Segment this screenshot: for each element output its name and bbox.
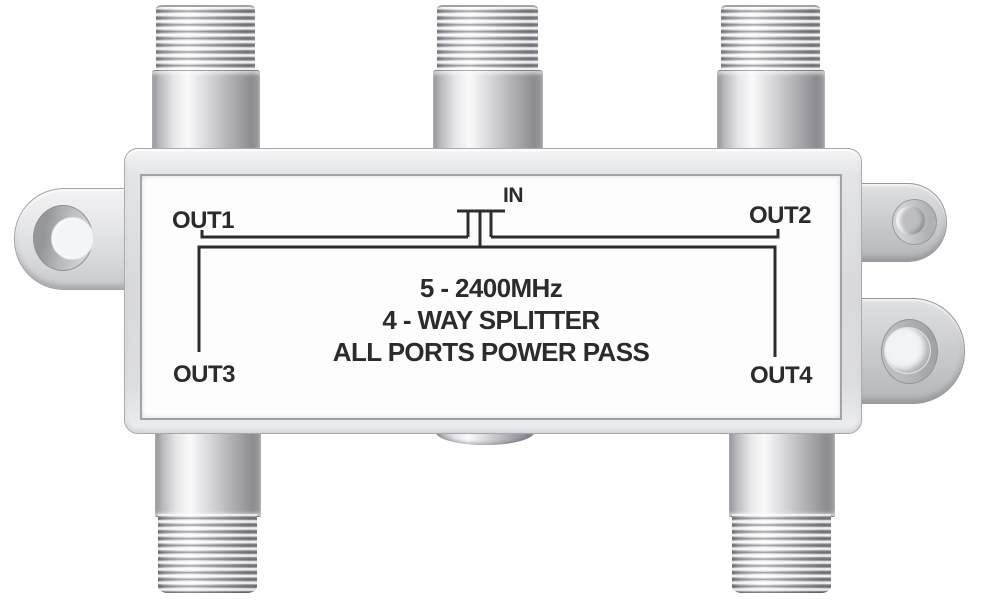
connector-in-barrel bbox=[433, 70, 543, 150]
connector-in bbox=[433, 5, 543, 150]
connector-out3-threads bbox=[158, 514, 257, 593]
label-out1: OUT1 bbox=[172, 207, 235, 234]
screw-hole-bottom-right bbox=[881, 319, 938, 384]
connector-out1-threads bbox=[156, 5, 255, 74]
connector-out3 bbox=[155, 430, 261, 593]
connector-out4 bbox=[729, 430, 835, 593]
splitter-body: IN OUT1 OUT2 OUT3 OUT4 5 - 2400MHz 4 - W… bbox=[124, 148, 862, 434]
label-plate: IN OUT1 OUT2 OUT3 OUT4 5 - 2400MHz 4 - W… bbox=[140, 174, 842, 420]
connector-out2 bbox=[717, 5, 825, 150]
mounting-ear-top-right bbox=[856, 183, 947, 262]
label-in: IN bbox=[503, 184, 524, 207]
screw-hole-bottom-right-opening bbox=[884, 327, 931, 374]
screw-hole-left-opening bbox=[51, 217, 94, 260]
spec-line-frequency: 5 - 2400MHz bbox=[419, 273, 563, 303]
label-out3: OUT3 bbox=[173, 361, 236, 388]
connector-in-threads bbox=[437, 5, 538, 74]
screw-hole-top-right bbox=[892, 199, 937, 245]
connector-out3-barrel bbox=[155, 430, 261, 517]
spec-line-power-pass: ALL PORTS POWER PASS bbox=[332, 337, 650, 367]
mounting-ear-left bbox=[14, 188, 130, 290]
screw-hole-top-right-opening bbox=[896, 206, 925, 235]
connector-out2-barrel bbox=[717, 70, 825, 150]
connector-out1-barrel bbox=[152, 70, 260, 150]
mounting-ear-bottom-right bbox=[856, 298, 965, 404]
connector-out1 bbox=[152, 5, 260, 150]
splitter-schematic-diagram bbox=[197, 209, 780, 357]
connector-out2-threads bbox=[721, 5, 820, 74]
label-out4: OUT4 bbox=[750, 362, 813, 389]
label-out2: OUT2 bbox=[749, 202, 812, 229]
screw-hole-left bbox=[33, 205, 94, 271]
spec-line-type: 4 - WAY SPLITTER bbox=[382, 305, 600, 335]
connector-out4-barrel bbox=[729, 430, 835, 517]
spec-text-block: 5 - 2400MHz 4 - WAY SPLITTER ALL PORTS P… bbox=[142, 272, 840, 368]
connector-out4-threads bbox=[732, 514, 831, 593]
